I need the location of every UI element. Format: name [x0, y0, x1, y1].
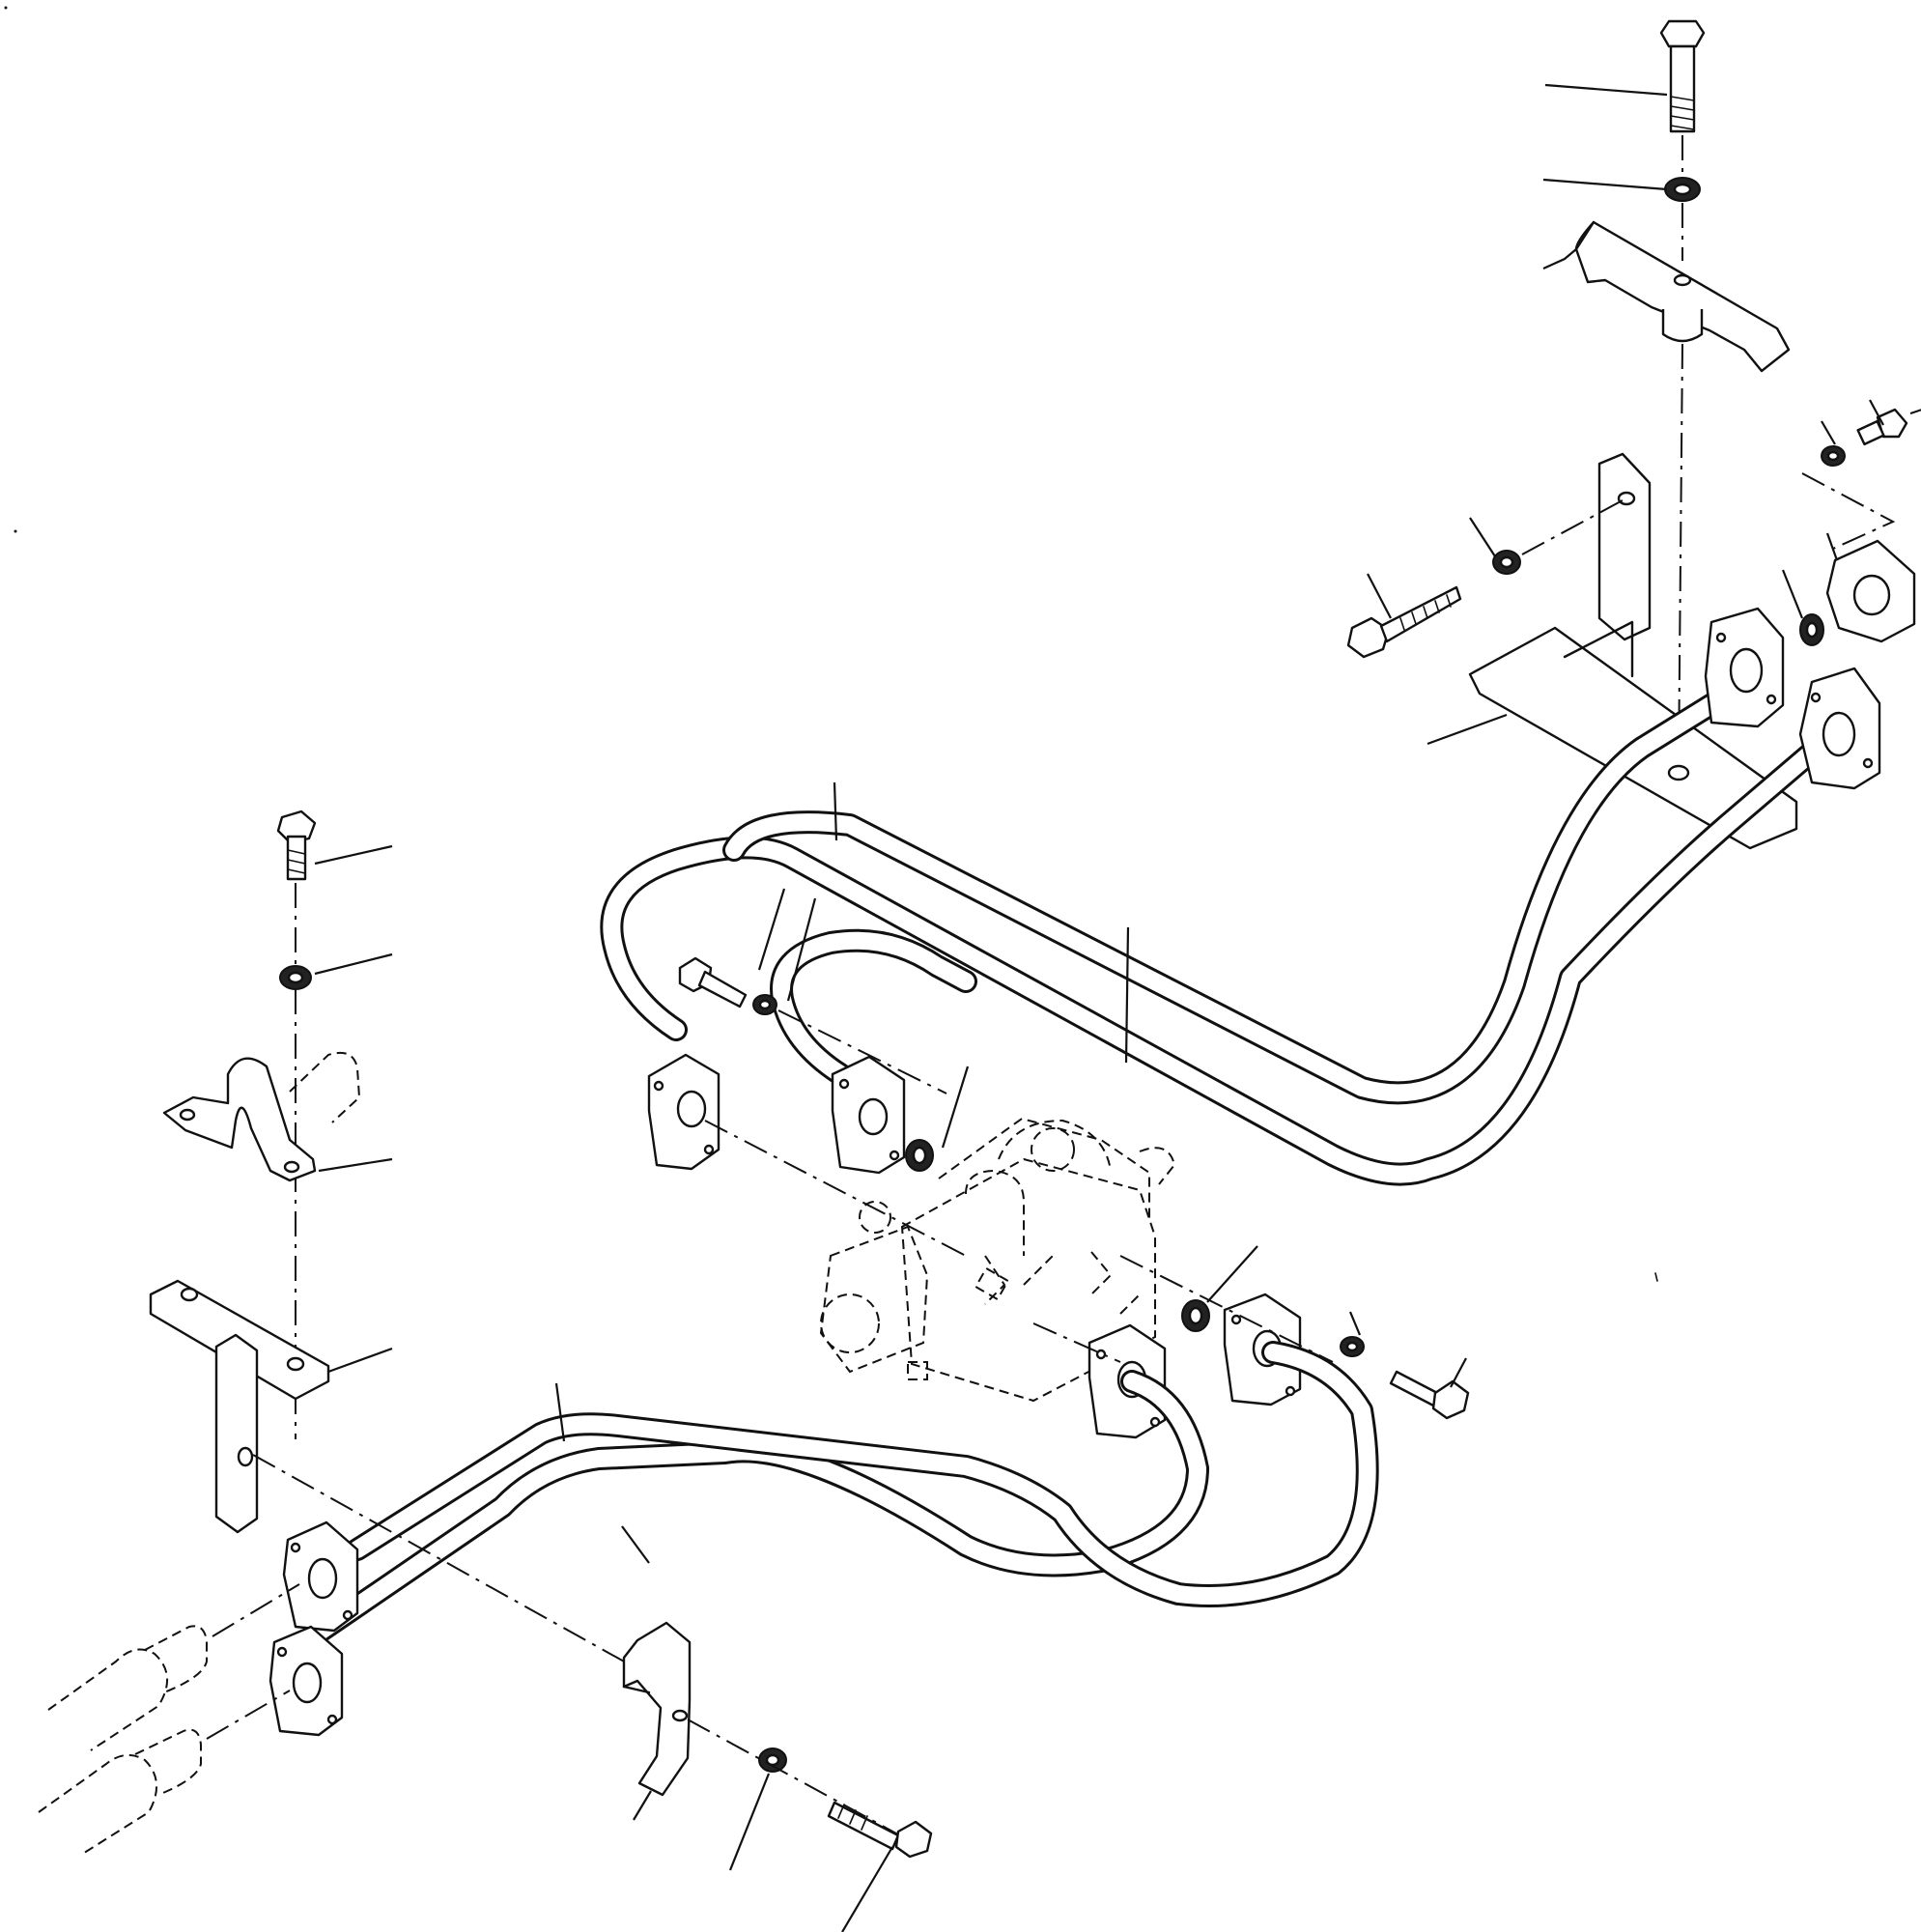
- flange-bolt-upper: [678, 956, 748, 1009]
- upper-right-bracket: [1468, 452, 1798, 850]
- upper-flange-left: [647, 1053, 720, 1171]
- upper-flange-right: [831, 1055, 906, 1175]
- lower-flange-bolt: [1389, 1370, 1470, 1420]
- stray-tick: [1654, 1272, 1658, 1282]
- bracket-bolt: [1346, 585, 1462, 659]
- control-valve-block: [819, 1117, 1176, 1403]
- lower-left-bracket: [149, 1279, 330, 1534]
- upper-right-flange-2: [1798, 667, 1881, 790]
- stray-dot: [14, 529, 17, 533]
- lower-left-flange-2: [268, 1625, 344, 1737]
- left-top-bolt: [276, 810, 317, 881]
- upper-right-flange-1: [1704, 607, 1785, 728]
- small-bolt-right: [1856, 408, 1908, 446]
- top-bolt: [1659, 19, 1706, 133]
- lower-left-flange-1: [282, 1520, 359, 1633]
- lower-clamp-bolt: [827, 1801, 933, 1859]
- callout-leaders: [314, 83, 1884, 1932]
- stray-dot: [4, 6, 8, 10]
- upper-clamp-cap: [1574, 220, 1791, 373]
- upper-right-flange-3: [1825, 539, 1916, 643]
- hose-upper: [47, 1625, 208, 1751]
- pipe-saddle-clamp: [162, 1051, 361, 1182]
- hose-lower: [38, 1728, 202, 1856]
- lower-clamp-cap: [622, 1621, 692, 1797]
